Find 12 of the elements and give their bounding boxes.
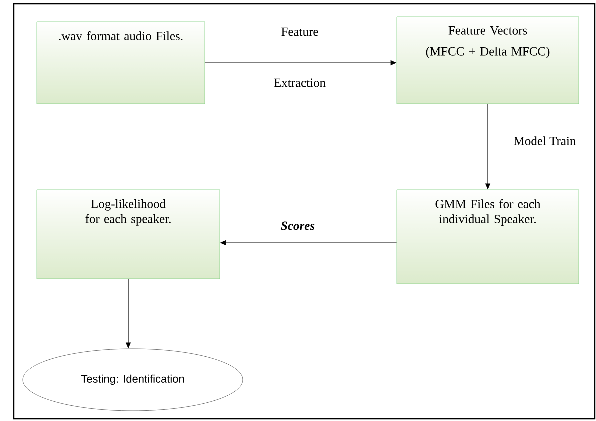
process-box: [396, 190, 580, 284]
box-text: Log-likelihood for each speaker.: [86, 200, 171, 226]
box-text: GMM Files for each individual Speaker.: [436, 200, 541, 226]
edge-label: Feature: [282, 28, 318, 36]
process-box: [36, 22, 206, 104]
process-box: [36, 190, 220, 280]
edge-label: Model Train: [514, 136, 576, 146]
annotation-text: Extraction: [274, 78, 326, 88]
box-text: .wav format audio Files.: [59, 32, 183, 40]
process-box: [396, 16, 580, 104]
box-text: Feature Vectors (MFCC + Delta MFCC): [426, 26, 550, 58]
edge-label: Scores: [281, 222, 315, 230]
